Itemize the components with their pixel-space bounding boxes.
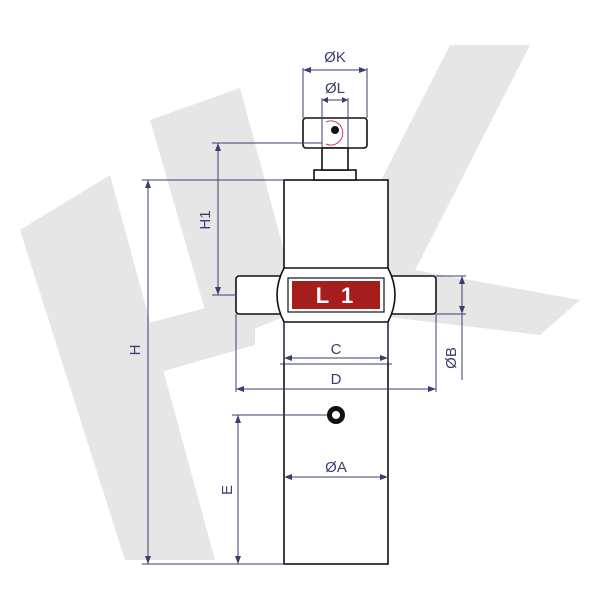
dim-label-oa: ØA	[325, 459, 347, 476]
label-plate-text: L 1	[316, 283, 356, 308]
dim-label-ob: ØB	[443, 347, 460, 369]
rod	[321, 147, 349, 171]
label-plate: L 1	[287, 277, 385, 313]
dimension-lines	[142, 68, 466, 565]
dim-label-ok: ØK	[324, 49, 346, 66]
dim-label-h1: H1	[197, 210, 214, 229]
dim-label-ol: ØL	[325, 80, 345, 97]
dim-label-e: E	[219, 485, 236, 495]
head-pin	[325, 120, 344, 146]
neck	[313, 169, 357, 181]
port-hole	[327, 406, 345, 424]
dim-label-h: H	[127, 345, 144, 356]
dim-label-c: C	[331, 341, 342, 358]
dimension-arrows	[145, 67, 465, 564]
barrel	[283, 179, 389, 565]
dim-label-d: D	[331, 371, 342, 388]
